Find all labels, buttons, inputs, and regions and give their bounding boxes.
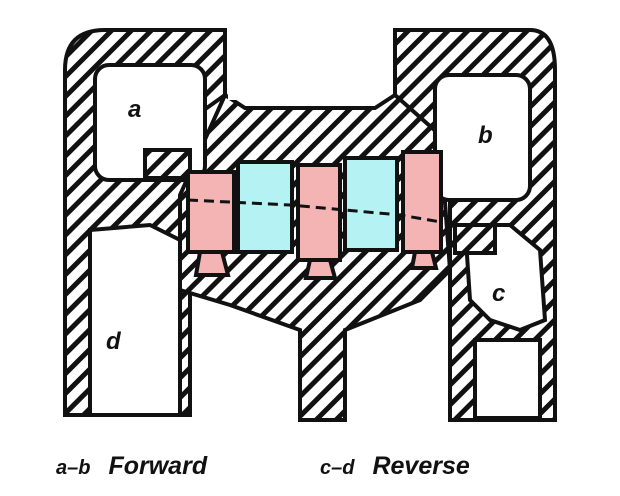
legend-forward: a–b Forward xyxy=(56,452,207,481)
roller-1-foot xyxy=(193,250,231,277)
legend-key: c–d xyxy=(320,457,355,479)
sprag-1 xyxy=(236,160,294,254)
left-seal xyxy=(143,148,192,180)
legend-label: Forward xyxy=(108,452,208,480)
legend-key: a–b xyxy=(56,457,91,479)
chamber-label-d: d xyxy=(106,328,121,355)
shaft-line xyxy=(187,198,442,224)
chamber-label-a: a xyxy=(128,96,142,123)
chamber-d-cavity xyxy=(88,222,182,417)
roller-3 xyxy=(401,150,443,254)
right-seal xyxy=(453,223,497,255)
roller-3-foot xyxy=(409,250,439,270)
top-opening xyxy=(228,28,380,100)
legend-label: Reverse xyxy=(372,452,470,480)
chamber-b-cavity xyxy=(433,73,532,202)
roller-1 xyxy=(186,170,236,254)
roller-2-foot xyxy=(303,258,338,280)
roller-2 xyxy=(296,163,342,262)
right-lower-cavity xyxy=(473,338,542,420)
legend-reverse: c–d Reverse xyxy=(320,452,470,481)
chamber-label-c: c xyxy=(492,280,506,307)
sprag-2 xyxy=(343,156,399,252)
chamber-label-b: b xyxy=(478,122,493,149)
